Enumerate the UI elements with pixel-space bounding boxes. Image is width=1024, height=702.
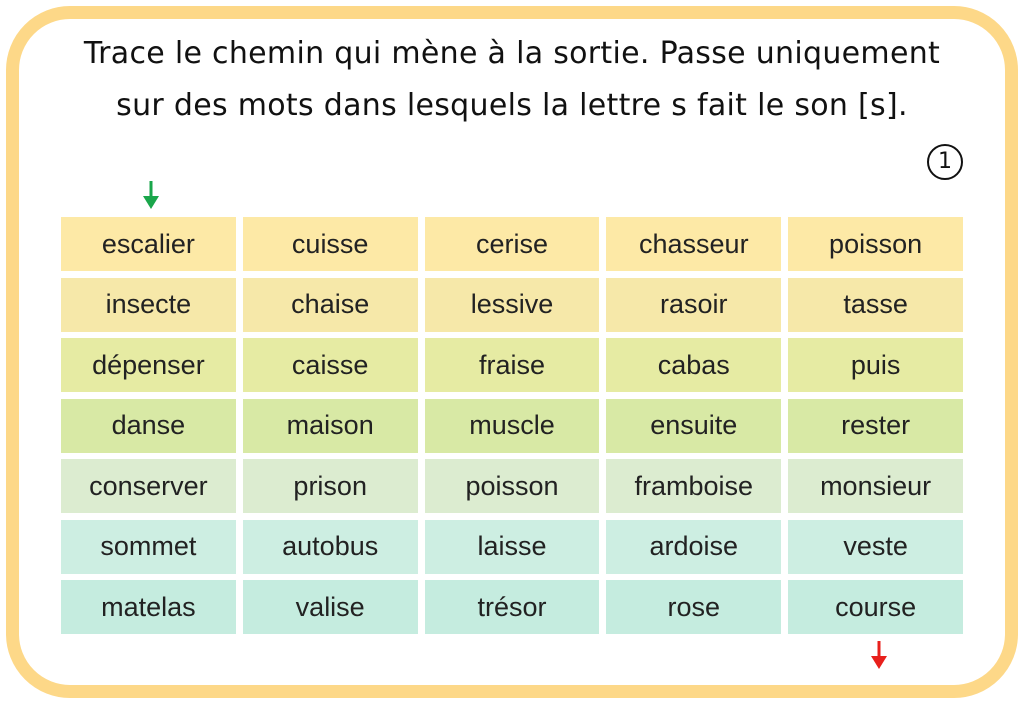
maze-cell-r4-c5[interactable]: rester — [788, 398, 963, 453]
maze-cell-r2-c4[interactable]: rasoir — [606, 277, 782, 332]
maze-cell-r5-c3[interactable]: poisson — [424, 459, 600, 513]
maze-cell-r4-c4[interactable]: ensuite — [606, 398, 782, 453]
maze-cell-r4-c3[interactable]: muscle — [424, 398, 600, 453]
maze-cell-r6-c5[interactable]: veste — [788, 519, 963, 574]
maze-cell-r3-c1[interactable]: dépenser — [61, 338, 236, 392]
maze-cell-r5-c2[interactable]: prison — [242, 459, 418, 513]
maze-cell-r5-c1[interactable]: conserver — [61, 459, 236, 513]
maze-cell-r7-c1[interactable]: matelas — [61, 580, 236, 634]
maze-cell-r6-c2[interactable]: autobus — [242, 519, 418, 574]
maze-cell-r1-c1[interactable]: escalier — [61, 217, 236, 271]
maze-cell-r1-c4[interactable]: chasseur — [606, 217, 782, 271]
maze-cell-r7-c2[interactable]: valise — [242, 580, 418, 634]
maze-cell-r7-c3[interactable]: trésor — [424, 580, 600, 634]
maze-cell-r3-c3[interactable]: fraise — [424, 338, 600, 392]
exit-arrow-down-icon — [871, 641, 887, 669]
exercise-number-badge: 1 — [927, 144, 963, 180]
instructions-line-2: sur des mots dans lesquels la lettre s f… — [116, 88, 908, 123]
maze-cell-r6-c3[interactable]: laisse — [424, 519, 600, 574]
maze-cell-r6-c1[interactable]: sommet — [61, 519, 236, 574]
start-arrow-down-icon — [143, 181, 159, 209]
maze-cell-r5-c4[interactable]: framboise — [606, 459, 782, 513]
maze-cell-r2-c1[interactable]: insecte — [61, 277, 236, 332]
maze-cell-r3-c4[interactable]: cabas — [606, 338, 782, 392]
maze-cell-r1-c3[interactable]: cerise — [424, 217, 600, 271]
maze-cell-r6-c4[interactable]: ardoise — [606, 519, 782, 574]
maze-cell-r3-c5[interactable]: puis — [788, 338, 963, 392]
maze-cell-r2-c5[interactable]: tasse — [788, 277, 963, 332]
maze-cell-r2-c3[interactable]: lessive — [424, 277, 600, 332]
maze-cell-r1-c5[interactable]: poisson — [788, 217, 963, 271]
maze-cell-r7-c5[interactable]: course — [788, 580, 963, 634]
maze-cell-r2-c2[interactable]: chaise — [242, 277, 418, 332]
maze-cell-r4-c1[interactable]: danse — [61, 398, 236, 453]
maze-cell-r3-c2[interactable]: caisse — [242, 338, 418, 392]
maze-cell-r7-c4[interactable]: rose — [606, 580, 782, 634]
maze-cell-r4-c2[interactable]: maison — [242, 398, 418, 453]
maze-cell-r5-c5[interactable]: monsieur — [788, 459, 963, 513]
instructions-line-1: Trace le chemin qui mène à la sortie. Pa… — [83, 36, 941, 71]
instructions: Trace le chemin qui mène à la sortie. Pa… — [60, 28, 964, 132]
maze-cell-r1-c2[interactable]: cuisse — [242, 217, 418, 271]
